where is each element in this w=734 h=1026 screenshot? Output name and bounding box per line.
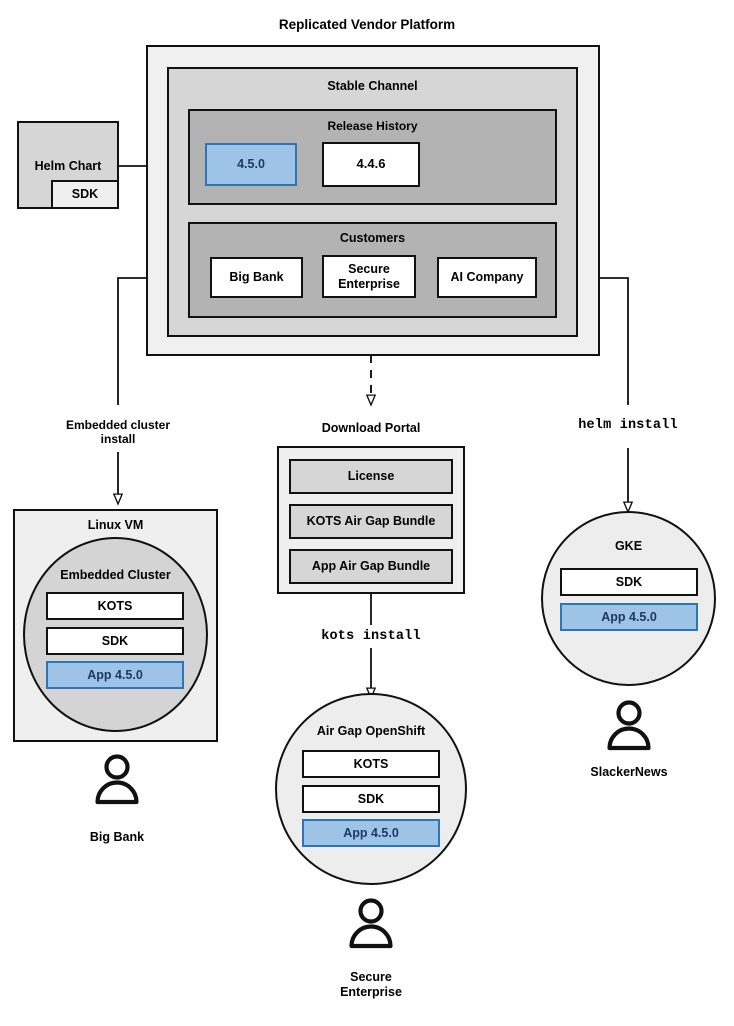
customer-ai-company[interactable]: AI Company: [437, 257, 537, 298]
target-gke-circle: [541, 511, 716, 686]
customer-avatar-big-bank: [95, 754, 139, 805]
release-4-5-0[interactable]: 4.5.0: [205, 143, 297, 186]
openshift-component-sdk[interactable]: SDK: [302, 785, 440, 813]
portal-artifact-kots-air-gap-bundle[interactable]: KOTS Air Gap Bundle: [289, 504, 453, 539]
customer-big-bank[interactable]: Big Bank: [210, 257, 303, 298]
customer-avatar-slackernews: [607, 700, 651, 751]
release-4-4-6[interactable]: 4.4.6: [322, 142, 420, 187]
openshift-component-kots[interactable]: KOTS: [302, 750, 440, 778]
linux-vm-component-sdk[interactable]: SDK: [46, 627, 184, 655]
helm-chart-sdk-box[interactable]: SDK: [51, 180, 119, 209]
portal-artifact-app-air-gap-bundle[interactable]: App Air Gap Bundle: [289, 549, 453, 584]
gke-component-app[interactable]: App 4.5.0: [560, 603, 698, 631]
linux-vm-component-kots[interactable]: KOTS: [46, 592, 184, 620]
customer-secure-enterprise[interactable]: Secure Enterprise: [322, 255, 416, 298]
portal-artifact-license[interactable]: License: [289, 459, 453, 494]
openshift-component-app[interactable]: App 4.5.0: [302, 819, 440, 847]
gke-component-sdk[interactable]: SDK: [560, 568, 698, 596]
customer-avatar-secure-enterprise: [349, 898, 393, 949]
linux-vm-component-app[interactable]: App 4.5.0: [46, 661, 184, 689]
